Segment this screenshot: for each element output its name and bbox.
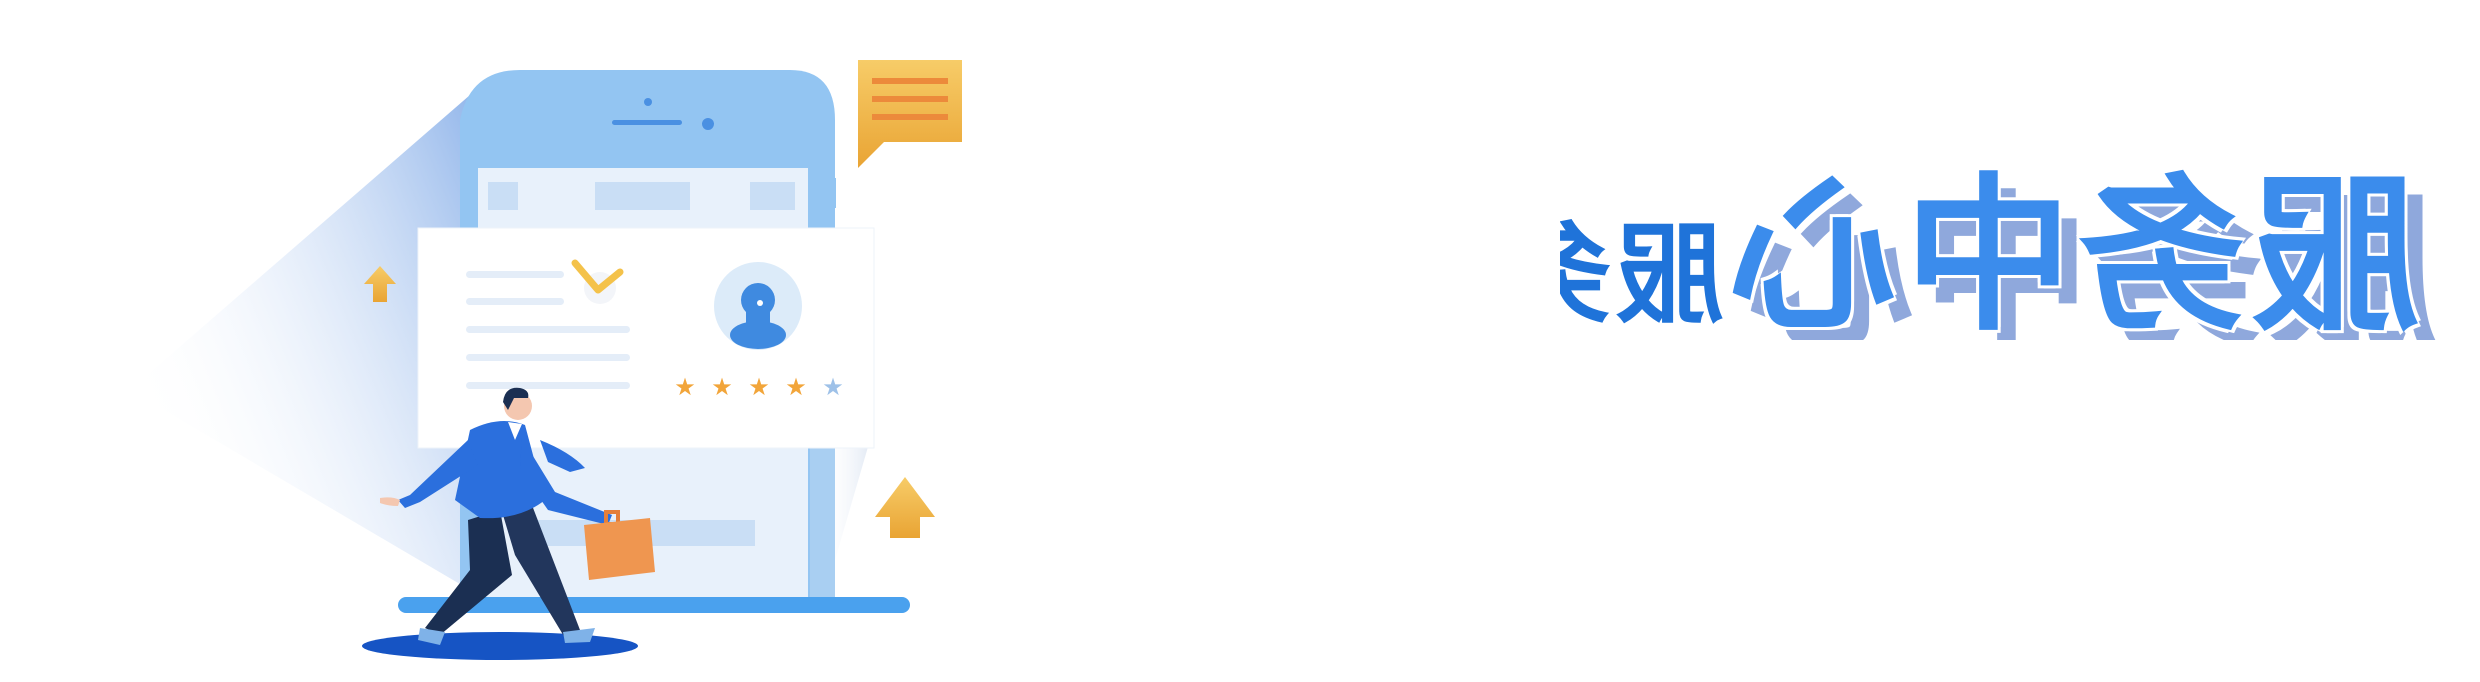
star-icon: ★: [711, 373, 733, 401]
avatar-icon: [714, 262, 802, 350]
title-sub: 服务: [1560, 213, 1724, 338]
businessman-figure: [380, 387, 612, 645]
rating-card: ★ ★ ★ ★ ★: [417, 227, 875, 449]
customer-service-illustration: ★ ★ ★ ★ ★: [130, 60, 962, 660]
hero-title-line: 服务中心 服务: [1560, 110, 2460, 340]
briefcase-icon: [584, 510, 655, 580]
title-main: 服务中心: [1724, 158, 2420, 340]
chat-bubble-icon: [858, 60, 962, 168]
star-rating: ★ ★ ★ ★ ★: [674, 373, 844, 401]
checkmark-icon: [571, 259, 624, 304]
arrow-up-icon: [875, 477, 935, 538]
star-icon: ★: [748, 373, 770, 401]
phone-base: [398, 597, 910, 613]
star-icon: ★: [674, 373, 696, 401]
light-beam: [130, 95, 470, 590]
ground-shadow: [362, 632, 638, 660]
arrow-up-icon: [364, 266, 396, 302]
hero-title: 服务中心 服务: [1560, 110, 2460, 340]
star-icon: ★: [785, 373, 807, 401]
star-icon: ★: [822, 373, 844, 401]
